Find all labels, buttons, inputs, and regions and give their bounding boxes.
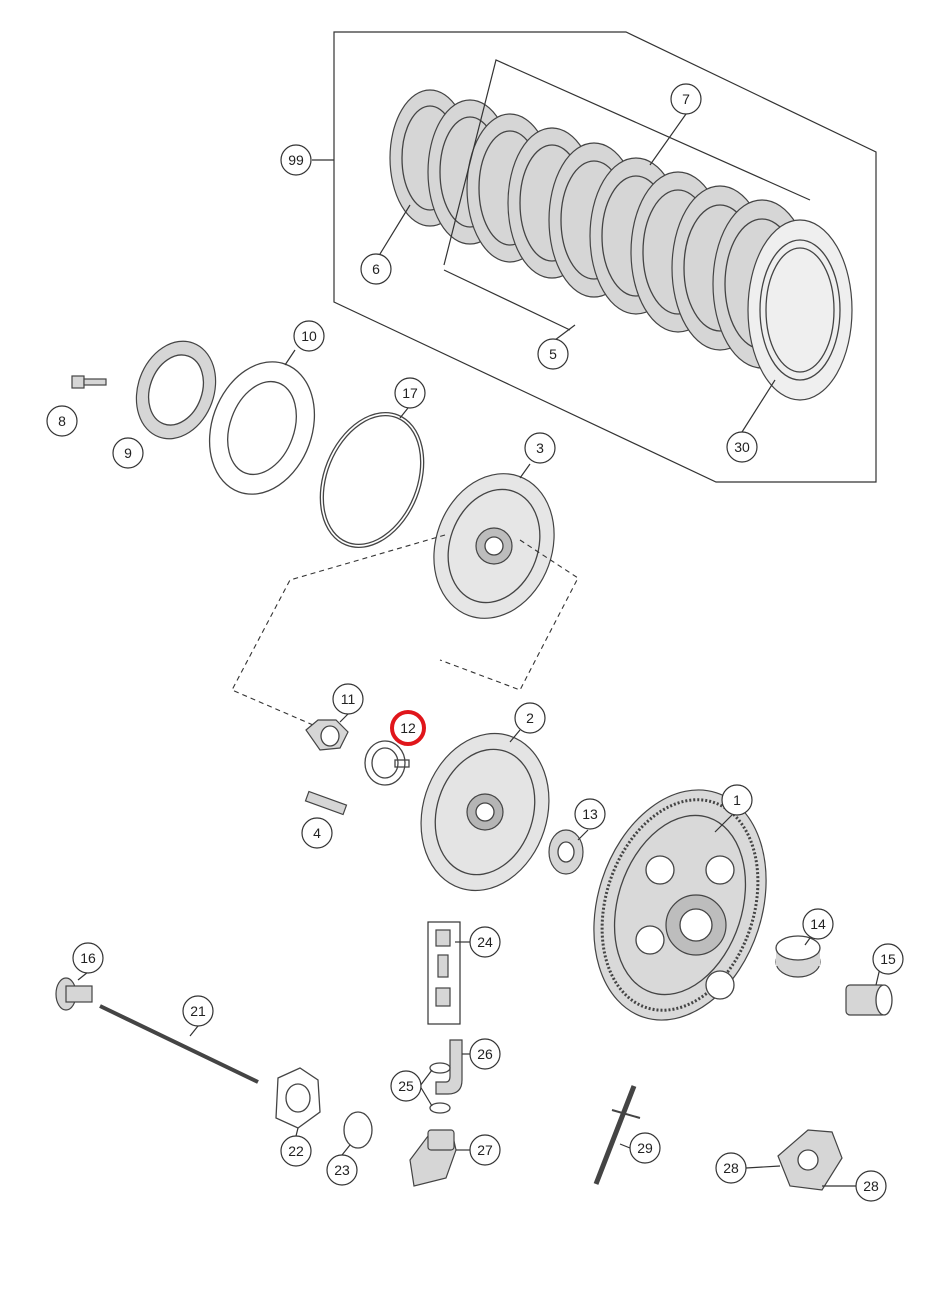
svg-text:99: 99	[288, 152, 304, 168]
svg-text:8: 8	[58, 413, 66, 429]
clutch-basket-gear-part	[593, 789, 767, 1021]
callout-24: 24	[469, 926, 501, 958]
callout-21: 21	[182, 995, 214, 1027]
svg-text:11: 11	[341, 691, 356, 707]
o-ring-part	[319, 407, 425, 548]
lock-washer-part	[364, 740, 410, 786]
callout-1: 1	[721, 784, 753, 816]
svg-text:10: 10	[301, 328, 317, 344]
callout-22: 22	[280, 1135, 312, 1167]
callout-27: 27	[469, 1134, 501, 1166]
callout-28-left: 28	[715, 1152, 747, 1184]
callout-29: 29	[629, 1132, 661, 1164]
clutch-hub-part	[420, 729, 550, 892]
svg-text:13: 13	[582, 806, 598, 822]
plate-kit-frame	[333, 31, 877, 483]
svg-text:27: 27	[477, 1142, 493, 1158]
svg-text:22: 22	[288, 1143, 304, 1159]
callout-14: 14	[802, 908, 834, 940]
valve-assembly-part	[427, 921, 470, 1025]
subassembly-dashed-frame	[231, 534, 446, 729]
svg-text:3: 3	[536, 440, 544, 456]
svg-text:28: 28	[863, 1178, 879, 1194]
small-o-ring-part	[341, 1111, 373, 1156]
thrust-washer-part	[208, 349, 316, 495]
thrust-bearing-part	[135, 340, 217, 440]
svg-text:1: 1	[733, 792, 741, 808]
callout-11: 11	[332, 683, 364, 715]
elbow-fitting-part	[419, 1039, 472, 1114]
push-rod-part	[55, 971, 259, 1084]
callout-16: 16	[72, 942, 104, 974]
callout-12: 12	[390, 710, 426, 746]
svg-text:21: 21	[190, 1003, 206, 1019]
callout-30: 30	[726, 431, 758, 463]
svg-text:2: 2	[526, 710, 534, 726]
svg-text:29: 29	[637, 1140, 653, 1156]
callout-2: 2	[514, 702, 546, 734]
gasket-part	[275, 1067, 321, 1137]
svg-text:17: 17	[402, 385, 418, 401]
pressure-plate-part	[433, 463, 555, 619]
callout-10: 10	[293, 320, 325, 352]
washer-part	[548, 829, 589, 875]
callout-99: 99	[280, 144, 312, 176]
bolt-part	[71, 375, 107, 389]
svg-text:6: 6	[372, 261, 380, 277]
callout-9: 9	[112, 437, 144, 469]
callout-23: 23	[326, 1154, 358, 1186]
svg-text:15: 15	[880, 951, 896, 967]
svg-text:4: 4	[313, 825, 321, 841]
nut-part	[305, 713, 349, 751]
callout-5: 5	[537, 338, 569, 370]
pin-part	[304, 790, 348, 816]
callout-13: 13	[574, 798, 606, 830]
callout-3: 3	[524, 432, 556, 464]
clutch-housing-part	[745, 1129, 856, 1191]
sleeve-part	[845, 967, 893, 1016]
svg-text:16: 16	[80, 950, 96, 966]
callout-25: 25	[390, 1070, 422, 1102]
callout-26: 26	[469, 1038, 501, 1070]
callout-8: 8	[46, 405, 78, 437]
clutch-plate-stack	[389, 59, 853, 401]
callout-17: 17	[394, 377, 426, 409]
bushing-part	[775, 935, 821, 978]
callout-4: 4	[301, 817, 333, 849]
callout-28-right: 28	[855, 1170, 887, 1202]
callout-15: 15	[872, 943, 904, 975]
svg-text:5: 5	[549, 346, 557, 362]
svg-text:30: 30	[734, 439, 750, 455]
callout-6: 6	[360, 253, 392, 285]
callout-7: 7	[670, 83, 702, 115]
slave-cylinder-part	[409, 1129, 470, 1187]
svg-text:25: 25	[398, 1078, 414, 1094]
svg-text:24: 24	[477, 934, 493, 950]
svg-text:26: 26	[477, 1046, 493, 1062]
svg-text:14: 14	[810, 916, 826, 932]
svg-text:28: 28	[723, 1160, 739, 1176]
svg-text:23: 23	[334, 1162, 350, 1178]
svg-text:9: 9	[124, 445, 132, 461]
svg-text:7: 7	[682, 91, 690, 107]
svg-text:12: 12	[400, 720, 416, 736]
syringe-tool-part	[593, 1085, 641, 1185]
